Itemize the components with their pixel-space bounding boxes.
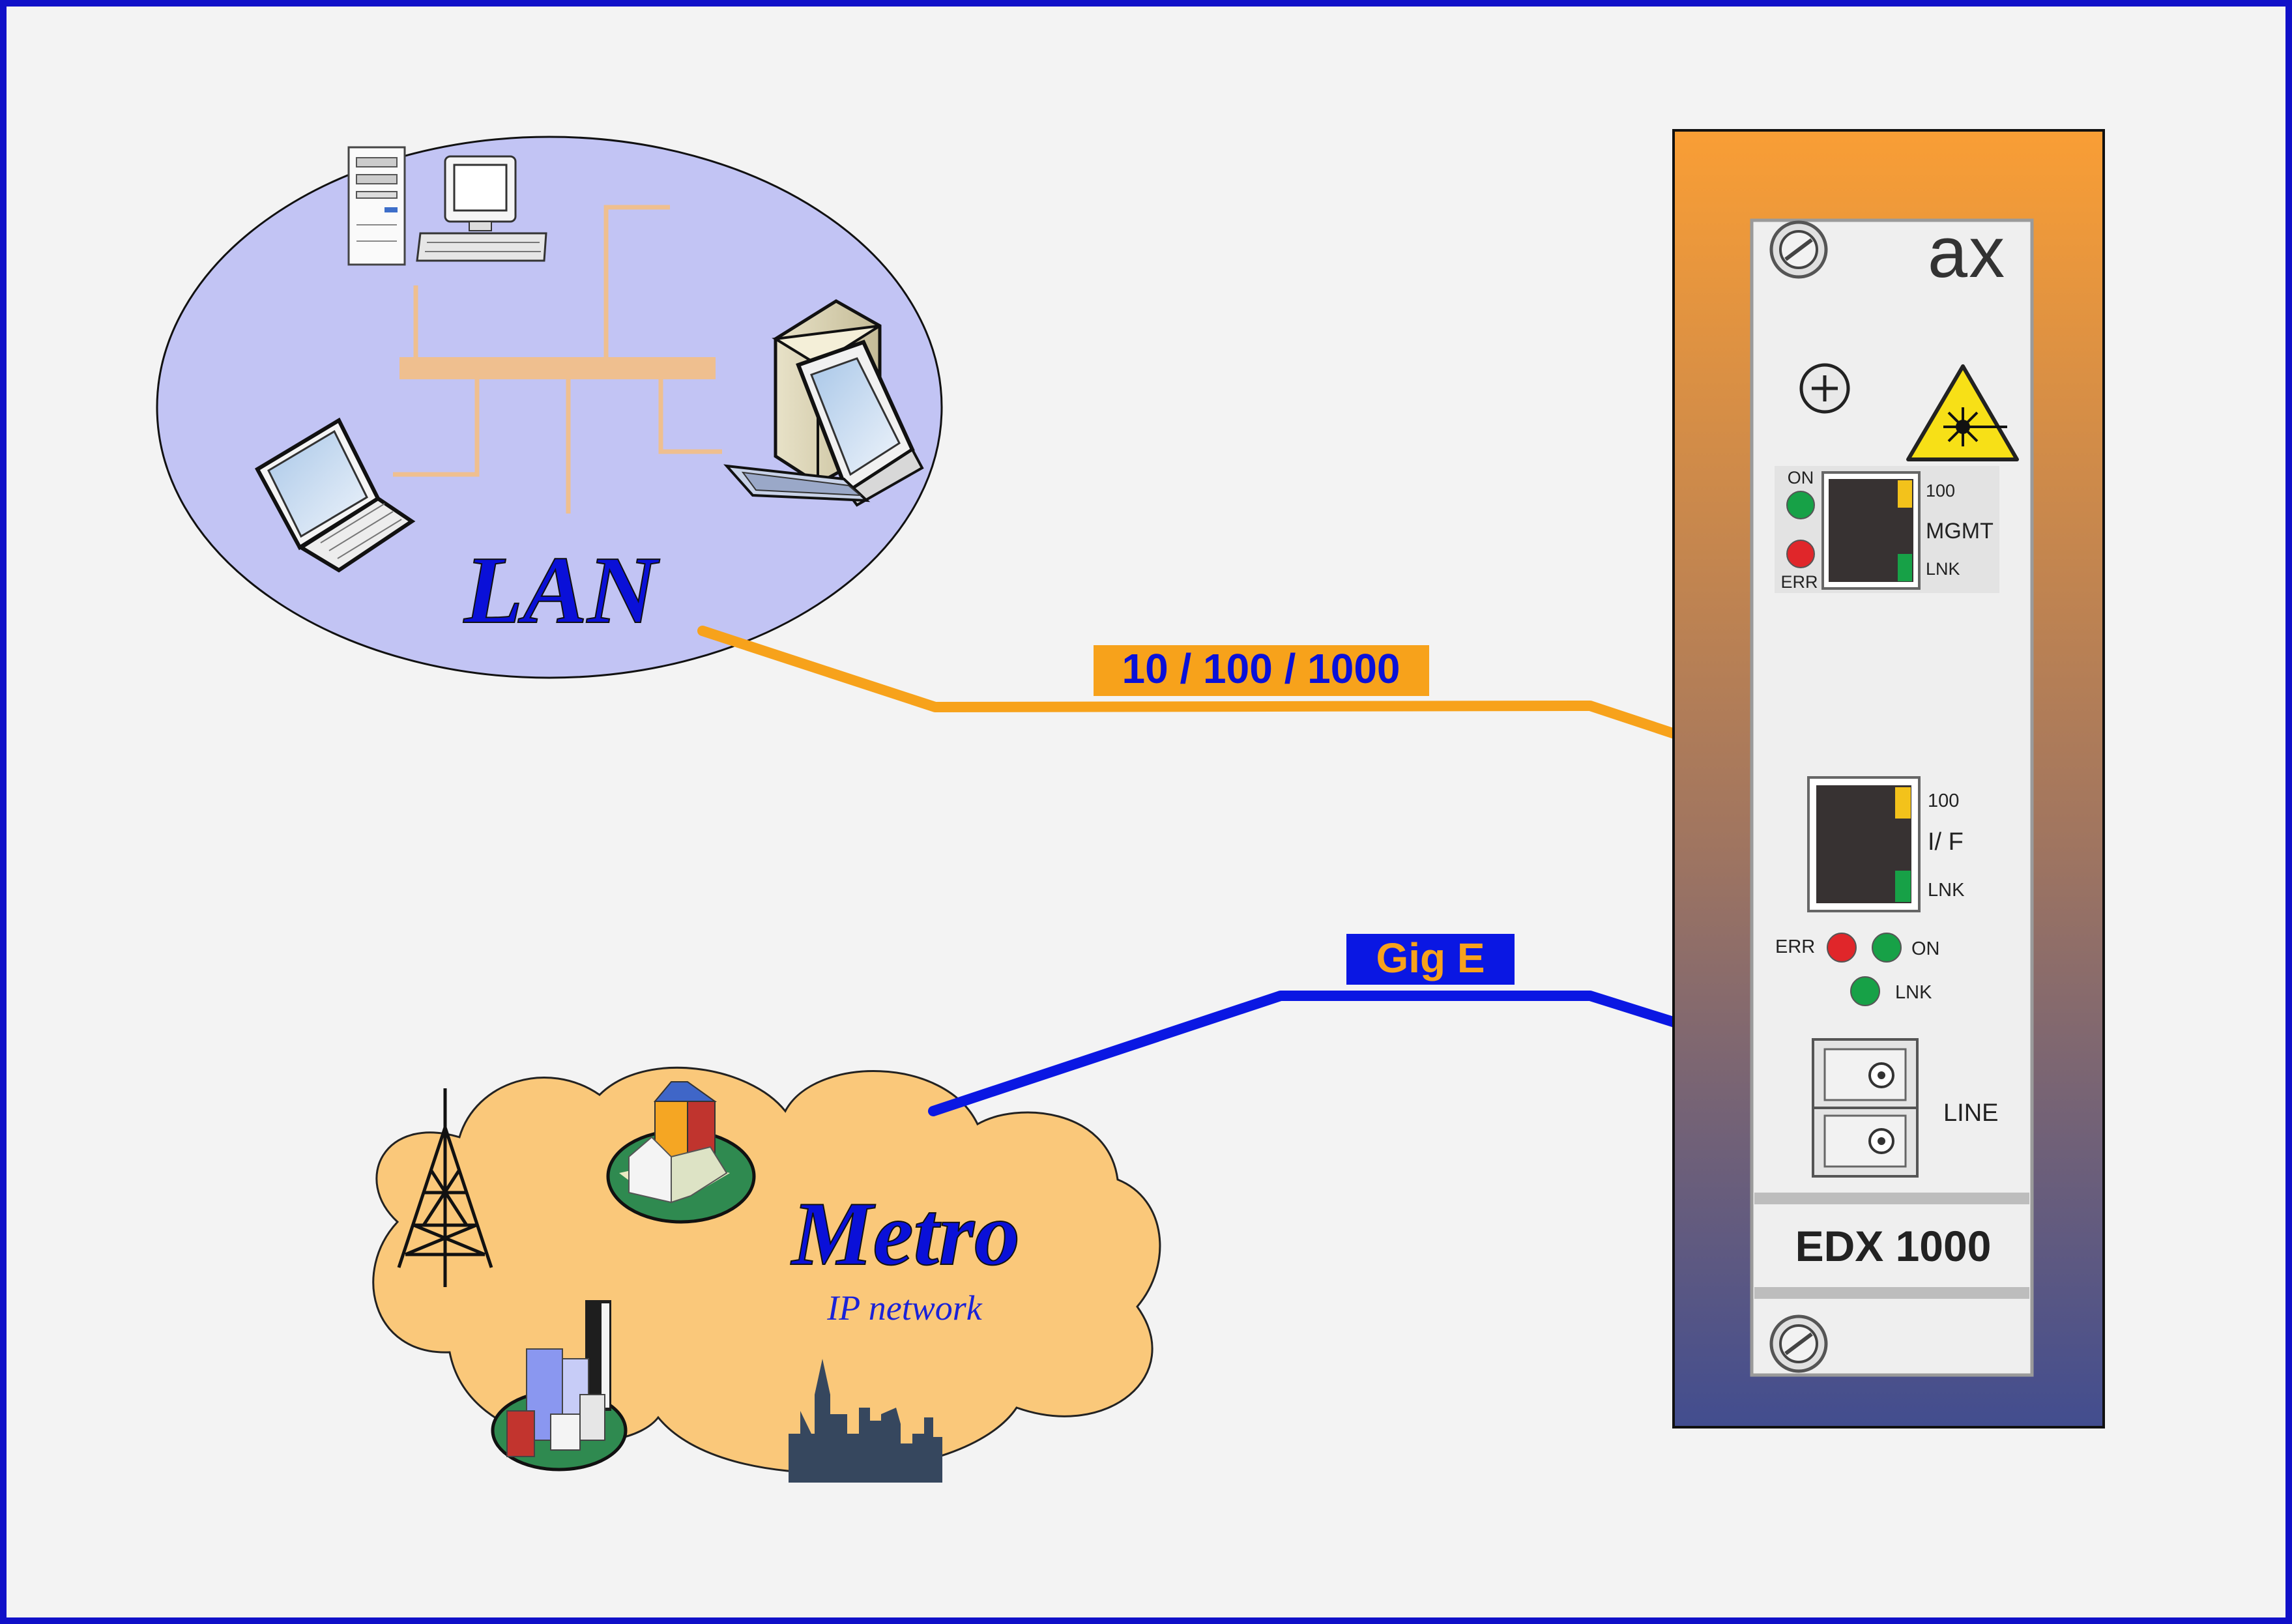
model-plate: EDX 1000 <box>1754 1193 2029 1299</box>
mgmt-err-led <box>1786 540 1815 568</box>
ethernet-label-box <box>1094 645 1429 696</box>
lan-label: LAN <box>463 537 660 644</box>
metro-cloud-shape <box>372 1066 1161 1474</box>
status-on-led <box>1872 933 1902 963</box>
status-err-led <box>1827 933 1857 963</box>
if-speed-label: 100 <box>1928 790 1959 811</box>
mgmt-port-group: ON ERR 100 MGMT LNK <box>1775 466 1999 593</box>
gige-label-box <box>1346 934 1515 985</box>
mgmt-speed-label: 100 <box>1926 481 1955 500</box>
if-speed-led <box>1895 787 1911 819</box>
laser-warning-icon <box>1906 364 2019 461</box>
edx-device: ax ON ERR <box>1672 129 2105 1428</box>
device-model-label: EDX 1000 <box>1795 1222 1992 1270</box>
metro-cloud: Metro IP network <box>372 1066 1161 1483</box>
device-logo: ax <box>1928 212 2006 293</box>
office-buildings-icon <box>491 1300 628 1472</box>
screw-icon <box>1769 220 1828 279</box>
gige-label: Gig E <box>1376 935 1485 981</box>
mgmt-link-led <box>1898 554 1912 581</box>
status-on-label: ON <box>1911 938 1940 959</box>
lan-bus <box>393 205 722 514</box>
status-err-label: ERR <box>1775 936 1815 957</box>
mgmt-err-label: ERR <box>1780 572 1818 592</box>
metro-label: Metro <box>791 1183 1020 1284</box>
radio-tower-icon <box>397 1088 493 1287</box>
lan-cloud: LAN <box>156 136 943 679</box>
laptop-icon <box>254 417 416 573</box>
desktop-computer-icon <box>416 155 547 262</box>
line-port-group: LINE <box>1812 1038 1998 1178</box>
if-link-led <box>1895 871 1911 902</box>
mgmt-port-label: MGMT <box>1926 519 1994 544</box>
city-skyline-icon <box>789 1359 942 1483</box>
mgmt-speed-led <box>1898 480 1912 508</box>
church-icon <box>606 1081 756 1224</box>
mgmt-on-label: ON <box>1788 468 1814 487</box>
metro-sublabel: IP network <box>826 1288 982 1327</box>
ground-screw-icon <box>1799 363 1850 414</box>
bottom-screw-icon <box>1769 1314 1828 1373</box>
mgmt-on-led <box>1786 491 1815 519</box>
status-leds: ERR ON LNK <box>1775 933 1940 1006</box>
tower-pc-icon <box>347 146 406 266</box>
if-port-group: 100 I/ F LNK <box>1807 776 1965 912</box>
mgmt-link-label: LNK <box>1926 559 1960 579</box>
if-link-label: LNK <box>1928 880 1965 901</box>
status-lnk-led <box>1850 976 1880 1006</box>
ethernet-label: 10 / 100 / 1000 <box>1122 645 1400 692</box>
line-port-label: LINE <box>1943 1099 1998 1127</box>
if-port-label: I/ F <box>1928 828 1964 856</box>
status-lnk-label: LNK <box>1895 982 1932 1003</box>
workstation-icon <box>723 299 924 507</box>
